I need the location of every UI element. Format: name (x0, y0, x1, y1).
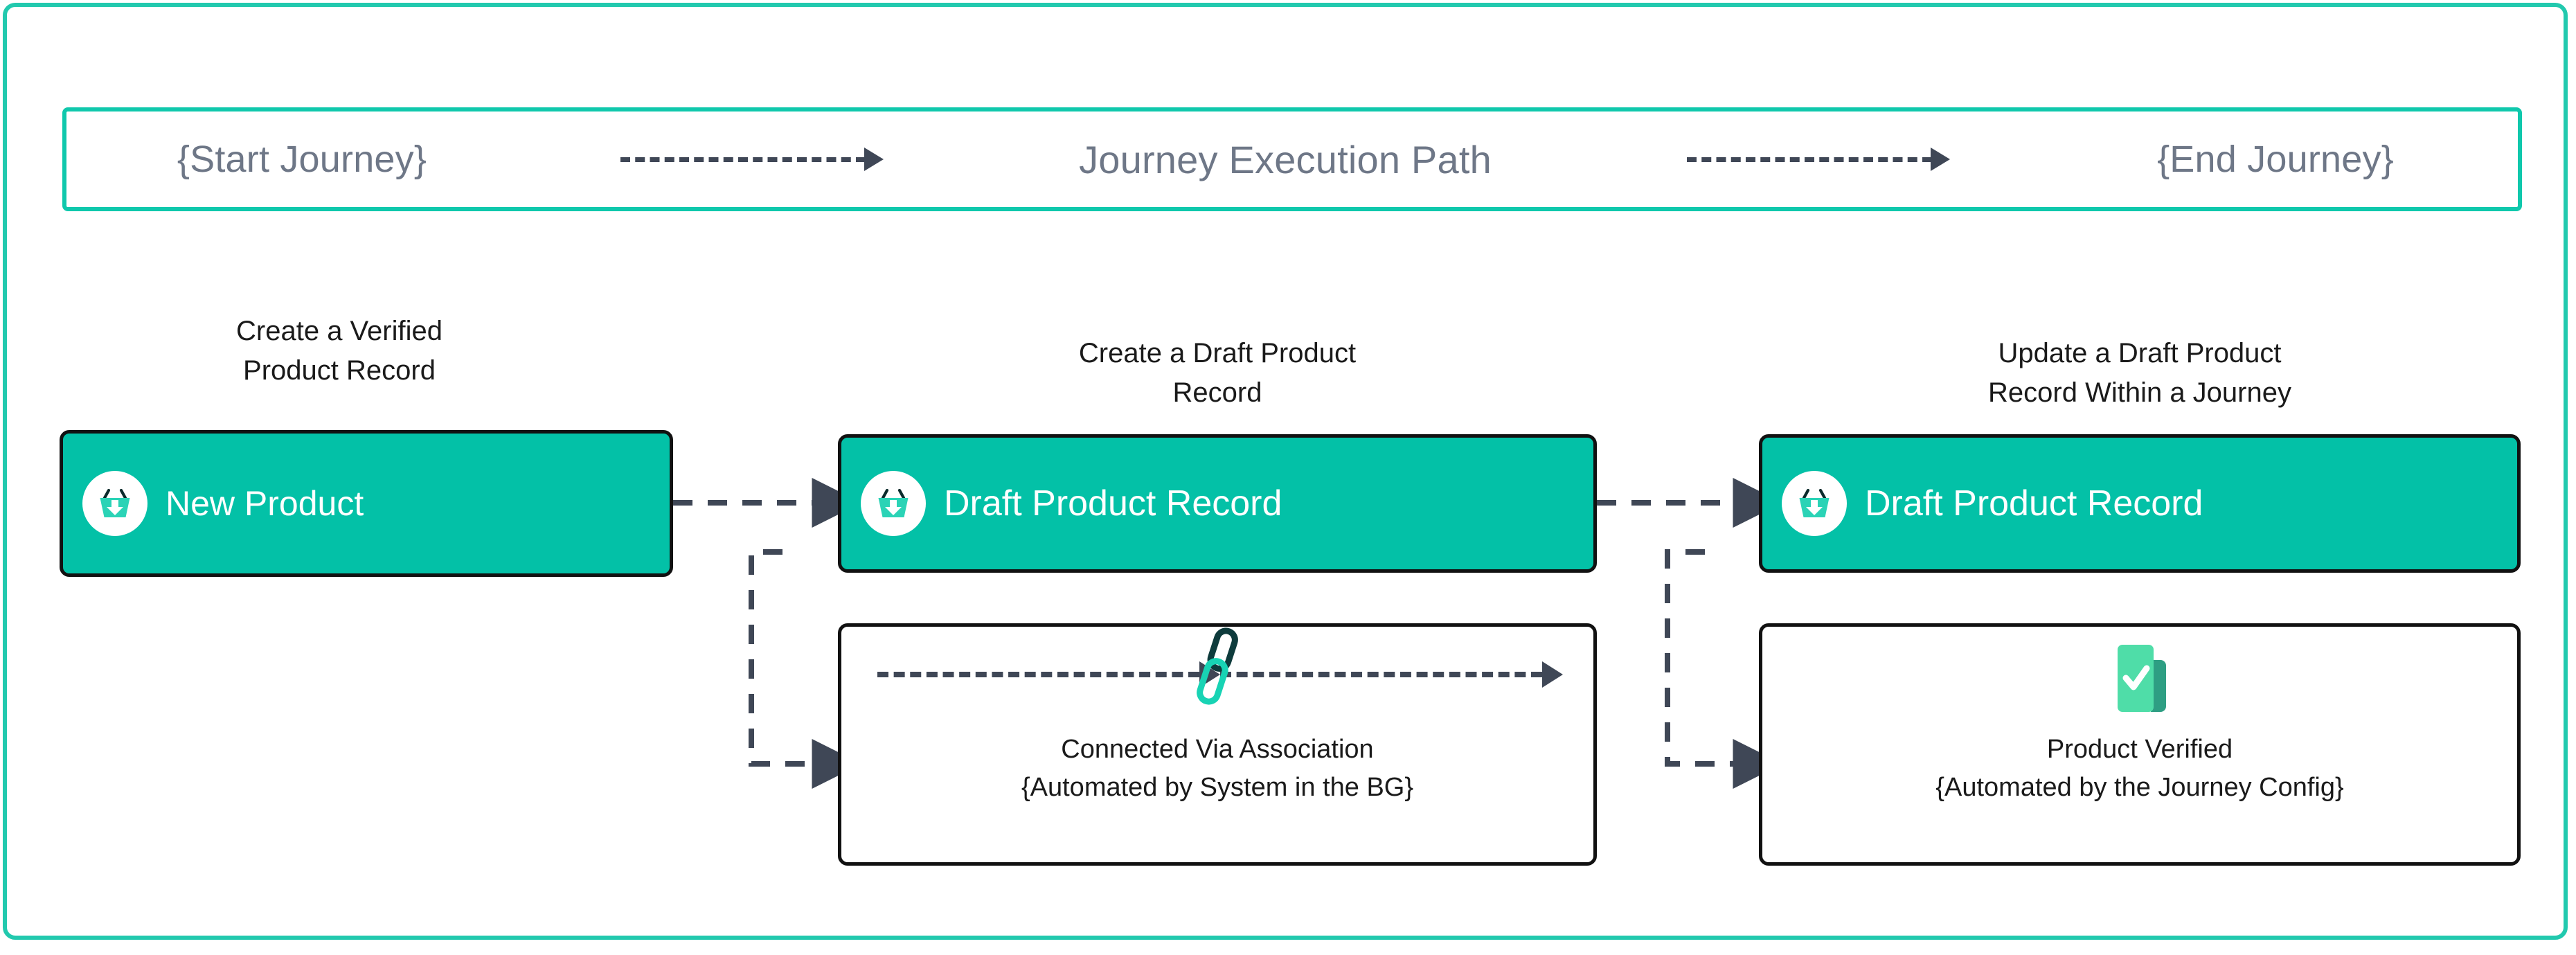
note-line-2: {Automated by System in the BG} (1021, 773, 1414, 803)
verified-icon-row (1762, 627, 2517, 731)
product-basket-icon (861, 471, 926, 536)
arrow-head (864, 148, 884, 171)
card-draft-product-record-create[interactable]: Draft Product Record (838, 434, 1597, 573)
note-line-1: Connected Via Association (1061, 735, 1374, 764)
dashed-arrow-right-icon (620, 148, 884, 171)
note-line-1: Product Verified (2046, 735, 2233, 764)
dashed-arrow-right-icon (1687, 148, 1950, 171)
card-draft-product-record-update[interactable]: Draft Product Record (1759, 434, 2521, 573)
journey-header-bar: {Start Journey} Journey Execution Path {… (62, 107, 2522, 211)
association-icon-row (841, 627, 1593, 731)
note-line-2: {Automated by the Journey Config} (1935, 773, 2344, 803)
arrow-head-right (1542, 661, 1563, 688)
card-new-product[interactable]: New Product (60, 430, 673, 577)
card-label: Draft Product Record (944, 483, 1282, 524)
note-connected-via-association: Connected Via Association {Automated by … (838, 623, 1597, 866)
product-basket-icon (82, 471, 147, 536)
end-journey-label: {End Journey} (2157, 139, 2394, 180)
header-arrow-left (537, 111, 967, 207)
card-label: New Product (166, 484, 364, 523)
card-label: Draft Product Record (1865, 483, 2203, 524)
verified-check-icon (2108, 641, 2172, 717)
page-title: Journey Execution Path (1079, 137, 1492, 181)
journey-title-slot: Journey Execution Path (967, 111, 1604, 207)
arrow-line-right (1220, 672, 1542, 677)
header-arrow-right (1604, 111, 2033, 207)
link-chain-icon (1188, 625, 1247, 707)
note-product-verified: Product Verified {Automated by the Journ… (1759, 623, 2521, 866)
start-journey-slot: {Start Journey} (66, 111, 537, 207)
arrow-head (1931, 148, 1950, 171)
diagram-frame: {Start Journey} Journey Execution Path {… (3, 3, 2568, 940)
start-journey-label: {Start Journey} (177, 139, 427, 180)
product-basket-icon (1782, 471, 1847, 536)
arrow-line (1687, 157, 1932, 162)
end-journey-slot: {End Journey} (2033, 111, 2518, 207)
arrow-line (620, 157, 866, 162)
arrow-line-left (877, 672, 1199, 677)
